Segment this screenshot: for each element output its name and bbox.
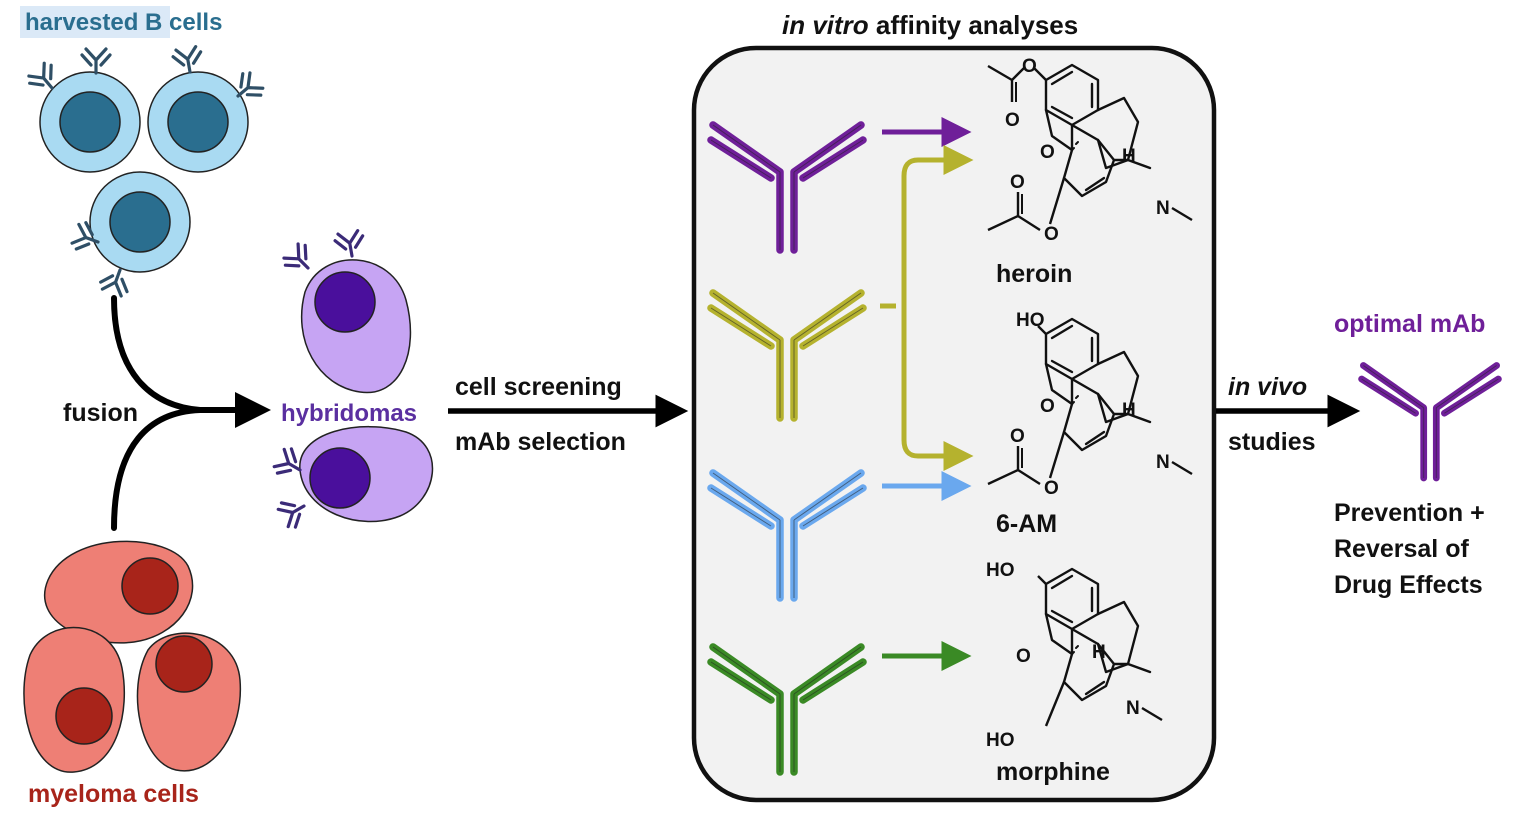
atom-O: O — [1040, 142, 1055, 163]
mab-selection-label: mAb selection — [455, 428, 626, 456]
atom-O: O — [1040, 396, 1055, 417]
b-cell-icon — [69, 171, 191, 299]
compound-name-6am: 6-AM — [996, 510, 1057, 538]
oh-top-label: HO — [986, 560, 1015, 581]
fusion-arrow-bottom — [111, 407, 203, 531]
myeloma-cell-icon — [23, 626, 125, 773]
atom-O: O — [1044, 478, 1059, 499]
outcome-line-2: Reversal of — [1334, 535, 1469, 563]
atom-O: O — [1044, 224, 1059, 245]
in-vitro-panel — [691, 45, 1217, 803]
outcome-line-3: Drug Effects — [1334, 571, 1483, 599]
atom-H: H — [1092, 642, 1106, 663]
myeloma-cell-icon — [136, 632, 242, 772]
b-cells-label-highlight — [20, 6, 170, 38]
heroin-structure: O O O H N O O heroin — [987, 56, 1193, 288]
hybridomas-group: hybridomas — [270, 228, 434, 532]
fusion-arrows — [111, 295, 271, 531]
atom-N: N — [1126, 698, 1140, 719]
harvested-b-cells-label: harvested B cells — [25, 9, 222, 36]
fusion-arrow-top — [111, 295, 203, 413]
in-vitro-title: in vitro affinity analyses — [782, 10, 1078, 40]
b-cell-icon — [147, 44, 267, 173]
oh-bottom-label: HO — [986, 730, 1015, 751]
myeloma-cells-label: myeloma cells — [28, 780, 199, 808]
morphine-structure: HO O H N HO morphine — [986, 560, 1163, 786]
atom-N: N — [1156, 452, 1170, 473]
harvested-b-cells-group: harvested B cells — [20, 6, 267, 299]
atom-O: O — [1010, 426, 1025, 447]
b-cell-icon — [24, 47, 141, 173]
hybridoma-cell-icon — [270, 425, 434, 532]
6am-structure: HO O H N O O 6-AM — [987, 310, 1193, 538]
optimal-antibody-icon — [1362, 366, 1499, 479]
atom-H: H — [1122, 146, 1136, 167]
optimal-mab-label: optimal mAb — [1334, 310, 1485, 338]
olive-bracket-arrow — [880, 145, 974, 471]
oh-top-label: HO — [1016, 310, 1045, 331]
atom-O: O — [1005, 110, 1020, 131]
in-vitro-italic: in vitro — [782, 10, 869, 40]
studies-label: studies — [1228, 428, 1316, 456]
affinity-analyses-text: affinity analyses — [869, 10, 1079, 40]
atom-O: O — [1016, 646, 1031, 667]
in-vivo-label: in vivo — [1228, 373, 1307, 401]
cell-screening-label: cell screening — [455, 373, 622, 401]
atom-O: O — [1022, 56, 1037, 77]
hybridomas-label: hybridomas — [281, 400, 417, 427]
atom-N: N — [1156, 198, 1170, 219]
outcome-line-1: Prevention + — [1334, 499, 1485, 527]
myeloma-cells-group: myeloma cells — [23, 540, 242, 808]
hybridoma-cell-icon — [279, 228, 412, 394]
atom-O: O — [1010, 172, 1025, 193]
compound-name-morphine: morphine — [996, 758, 1110, 786]
myeloma-cell-icon — [44, 540, 194, 644]
compound-name-heroin: heroin — [996, 260, 1072, 288]
atom-H: H — [1122, 400, 1136, 421]
fusion-label: fusion — [63, 399, 138, 427]
